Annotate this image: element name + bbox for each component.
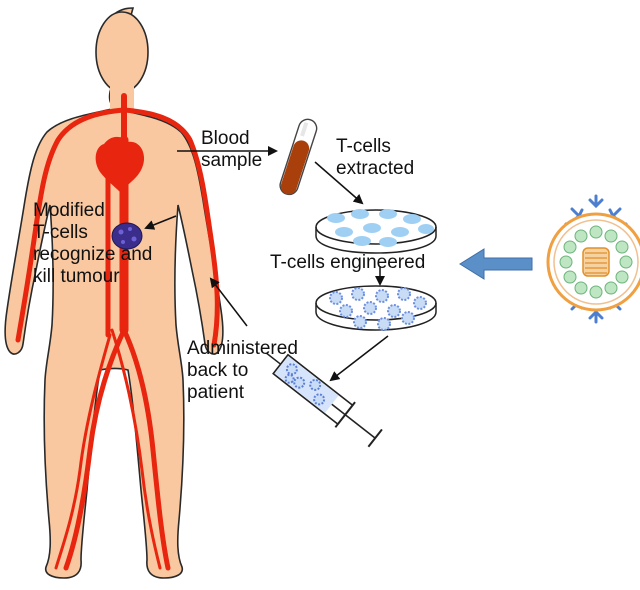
label-line: patient	[187, 382, 245, 403]
label-line: Blood	[201, 128, 250, 149]
label-blood-sample: Blood sample	[201, 128, 262, 172]
label-t-cells-engineered: T-cells engineered	[270, 252, 425, 274]
arrow-to-tumour	[144, 215, 177, 230]
syringe	[265, 352, 383, 448]
arrow-to-syringe	[329, 335, 389, 382]
label-line: kill tumour	[33, 266, 120, 287]
petri-dish-extracted	[315, 209, 437, 254]
label-modified-t-cells: Modified T-cells recognize and kill tumo…	[33, 200, 152, 288]
arrow-to-body	[209, 277, 248, 327]
blood-tube	[279, 118, 318, 196]
head	[95, 11, 149, 93]
label-line: back to	[187, 360, 249, 381]
label-line: Administered	[187, 338, 298, 359]
arrow-to-extracted-dish	[314, 161, 364, 205]
virus-core	[582, 247, 610, 277]
label-line: T-cells	[336, 136, 391, 157]
label-administered: Administered back to patient	[187, 338, 298, 404]
label-line: Modified	[33, 200, 105, 221]
label-line: T-cells	[33, 222, 88, 243]
heart	[95, 136, 145, 192]
engineering-arrow	[459, 248, 533, 280]
petri-dish-engineered	[315, 285, 437, 331]
label-line: sample	[201, 150, 263, 171]
label-line: recognize and	[33, 244, 153, 265]
label-line: extracted	[336, 158, 415, 179]
flow-arrows	[144, 146, 389, 382]
tumour	[111, 222, 143, 250]
label-line: T-cells engineered	[270, 252, 426, 273]
label-t-cells-extracted: T-cells extracted	[336, 136, 414, 180]
virus-particle	[546, 194, 640, 324]
